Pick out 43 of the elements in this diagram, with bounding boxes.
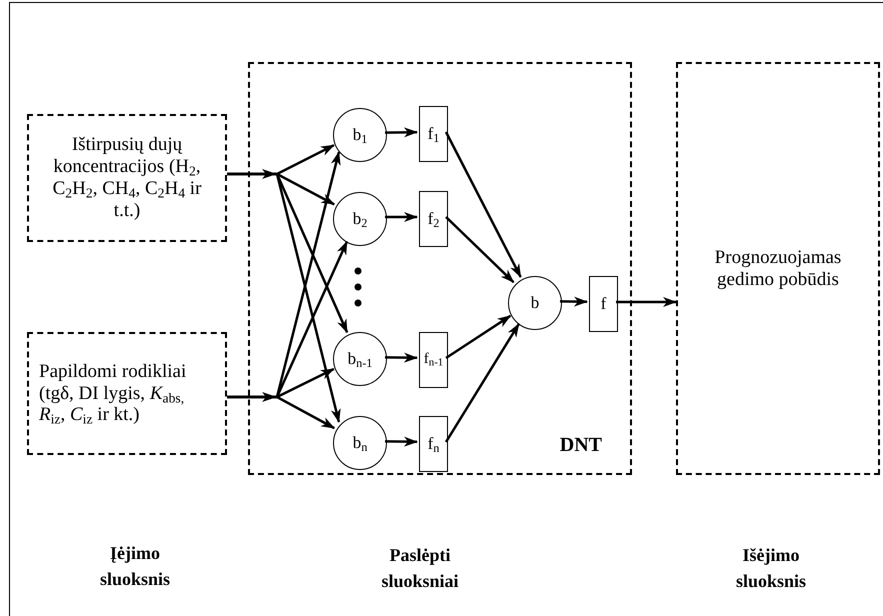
node-text: Ištirpusių dujų koncentracijos (H$_{2}$, C$_{2}$H$_{2}$, CH$_{4}$, C$_{2}$H$_{4}$ ir t.t.) [52, 134, 202, 222]
layer-label: Išėjimo sluoksnis [734, 544, 808, 594]
function-box [419, 332, 448, 388]
node-text: f$_{2}$ [428, 209, 440, 229]
output-neuron-circle [508, 276, 562, 330]
arrow [560, 296, 588, 307]
node-text: b$_{2}$ [352, 209, 368, 229]
layer-label: Įėjimo sluoksnis [98, 542, 172, 592]
neuron-circle [333, 108, 387, 162]
hidden-layer-box [248, 62, 632, 475]
neuron-circle [333, 332, 387, 386]
arrow [444, 131, 522, 278]
node-text: DNT [560, 434, 602, 457]
arrow [444, 323, 520, 443]
node-text: b$_{n-1}$ [348, 349, 372, 369]
arrow [385, 212, 418, 222]
function-box [419, 416, 448, 472]
node-text: f$_{n}$ [428, 434, 440, 454]
arrow [384, 127, 418, 138]
node-text: b$_{n}$ [352, 433, 368, 453]
layer-label: Paslėpti sluoksniai [380, 544, 460, 594]
node-text: b$_{1}$ [352, 125, 368, 145]
arrow [227, 172, 341, 423]
node-text: Papildomi rodikliai (tgδ, DI lygis, K$_{abs,}$ R$_{iz}$, C$_{iz}$ ir kt.) [39, 360, 188, 426]
input-box [27, 114, 227, 242]
neuron-circle [333, 192, 387, 246]
arrow [616, 297, 677, 307]
arrow [384, 352, 418, 363]
node-text: f$_{1}$ [428, 124, 440, 144]
arrow [227, 396, 336, 430]
function-box [419, 191, 448, 247]
input-box [27, 332, 227, 455]
arrow [384, 436, 418, 447]
function-box [419, 106, 448, 162]
node-text: Prognozuojamas gedimo pobūdis [714, 246, 842, 290]
neuron-circle [333, 416, 387, 470]
arrow [445, 216, 514, 284]
node-text: f$_{n-1}$ [424, 351, 444, 369]
arrow [445, 314, 512, 360]
function-box [589, 276, 618, 332]
node-text: b [530, 293, 540, 313]
node-text: f [600, 294, 606, 314]
output-layer-box [676, 62, 880, 475]
